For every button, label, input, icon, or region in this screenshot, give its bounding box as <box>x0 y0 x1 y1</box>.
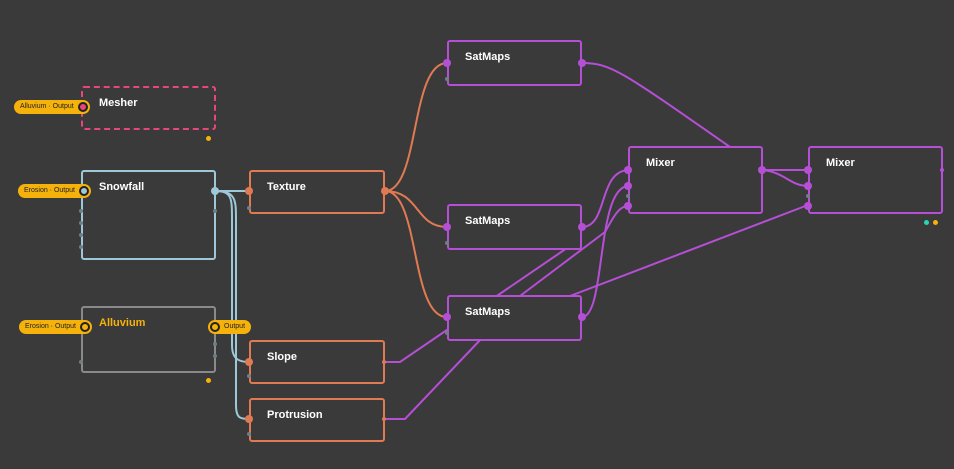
slope-input-port[interactable] <box>245 358 253 366</box>
wire-snowfall-slope <box>214 190 250 363</box>
satmaps-bottom-node[interactable]: SatMaps <box>447 295 582 341</box>
mixer-1-output-port[interactable] <box>758 166 766 174</box>
mixer-1-dot <box>626 194 630 198</box>
satmaps-bottom-output-port[interactable] <box>578 313 586 321</box>
mixer-2-title: Mixer <box>826 157 855 169</box>
satmaps-bottom-input-port[interactable] <box>443 313 451 321</box>
alluvium-output-badge-label: Output <box>224 323 246 330</box>
input-port-icon <box>78 186 89 196</box>
mesher-status-icon <box>206 136 211 141</box>
mixer-2-output-port[interactable] <box>940 168 944 172</box>
mesher-title: Mesher <box>99 97 138 109</box>
wire-mixer1-mixer2-b <box>761 169 809 187</box>
protrusion-title: Protrusion <box>267 409 323 421</box>
mixer-2-node[interactable]: Mixer <box>808 146 943 214</box>
satmaps-top-title: SatMaps <box>465 51 511 63</box>
mesher-node[interactable]: Mesher <box>81 86 216 130</box>
wire-texture-satmaps-top <box>384 62 448 192</box>
satmaps-top-output-port[interactable] <box>578 59 586 67</box>
alluvium-input-badge[interactable]: Erosion · Output <box>19 320 92 334</box>
alluvium-dot <box>79 360 83 364</box>
alluvium-output-badge[interactable]: Output <box>208 320 252 334</box>
alluvium-status-icon <box>206 378 211 383</box>
mesher-input-badge-label: Alluvium · Output <box>20 103 74 110</box>
mesher-input-badge[interactable]: Alluvium · Output <box>14 100 90 114</box>
slope-title: Slope <box>267 351 297 363</box>
texture-dot <box>247 206 251 210</box>
input-port-icon <box>79 322 90 332</box>
mixer-2-status-teal-icon <box>924 220 929 225</box>
slope-dot <box>247 374 251 378</box>
satmaps-mid-node[interactable]: SatMaps <box>447 204 582 250</box>
protrusion-output-port[interactable] <box>382 417 386 421</box>
satmaps-mid-title: SatMaps <box>465 215 511 227</box>
satmaps-top-input-port[interactable] <box>443 59 451 67</box>
protrusion-input-port[interactable] <box>245 415 253 423</box>
satmaps-mid-output-port[interactable] <box>578 223 586 231</box>
alluvium-node[interactable]: Alluvium <box>81 306 216 373</box>
mixer-1-title: Mixer <box>646 157 675 169</box>
texture-title: Texture <box>267 181 306 193</box>
snowfall-input-badge[interactable]: Erosion · Output <box>18 184 91 198</box>
mixer-2-input-port-a[interactable] <box>804 166 812 174</box>
snowfall-dot <box>79 233 83 237</box>
input-port-icon <box>77 102 88 112</box>
wire-satmaps-bottom-mixer1 <box>581 185 629 318</box>
mixer-2-dot <box>806 194 810 198</box>
slope-output-port[interactable] <box>382 360 386 364</box>
protrusion-dot <box>247 432 251 436</box>
output-port-icon <box>210 322 220 332</box>
wire-snowfall-protrusion <box>214 190 250 420</box>
snowfall-dot <box>213 209 217 213</box>
alluvium-input-badge-label: Erosion · Output <box>25 323 76 330</box>
wire-slope-satmaps <box>385 245 571 363</box>
mixer-1-input-port-a[interactable] <box>624 166 632 174</box>
satmaps-bottom-dot <box>445 331 449 335</box>
wire-texture-satmaps-bottom <box>384 190 448 318</box>
snowfall-output-port[interactable] <box>211 187 219 195</box>
mixer-2-input-port-b[interactable] <box>804 182 812 190</box>
wire-texture-satmaps-mid <box>384 190 448 228</box>
snowfall-dot <box>79 245 83 249</box>
mixer-1-input-port-c[interactable] <box>624 202 632 210</box>
satmaps-top-node[interactable]: SatMaps <box>447 40 582 86</box>
snowfall-node[interactable]: Snowfall <box>81 170 216 260</box>
texture-input-port[interactable] <box>245 187 253 195</box>
mixer-1-node[interactable]: Mixer <box>628 146 763 214</box>
satmaps-mid-input-port[interactable] <box>443 223 451 231</box>
wire-satmaps-bottom-mixer2 <box>569 204 809 297</box>
texture-node[interactable]: Texture <box>249 170 385 214</box>
wire-satmaps-top-mixer2 <box>581 62 731 148</box>
satmaps-mid-dot <box>445 241 449 245</box>
mixer-2-input-port-c[interactable] <box>804 202 812 210</box>
texture-output-port[interactable] <box>381 187 389 195</box>
snowfall-dot <box>79 209 83 213</box>
mixer-1-input-port-b[interactable] <box>624 182 632 190</box>
slope-node[interactable]: Slope <box>249 340 385 384</box>
satmaps-bottom-title: SatMaps <box>465 306 511 318</box>
wire-protrusion-satmaps <box>385 337 483 420</box>
snowfall-dot <box>79 221 83 225</box>
alluvium-title: Alluvium <box>99 317 146 329</box>
snowfall-input-badge-label: Erosion · Output <box>24 187 75 194</box>
wire-satmaps-mid-mixer1 <box>581 169 629 228</box>
protrusion-node[interactable]: Protrusion <box>249 398 385 442</box>
snowfall-title: Snowfall <box>99 181 145 193</box>
mixer-2-status-yellow-icon <box>933 220 938 225</box>
satmaps-top-dot <box>445 77 449 81</box>
alluvium-dot <box>213 342 217 346</box>
alluvium-dot <box>213 354 217 358</box>
